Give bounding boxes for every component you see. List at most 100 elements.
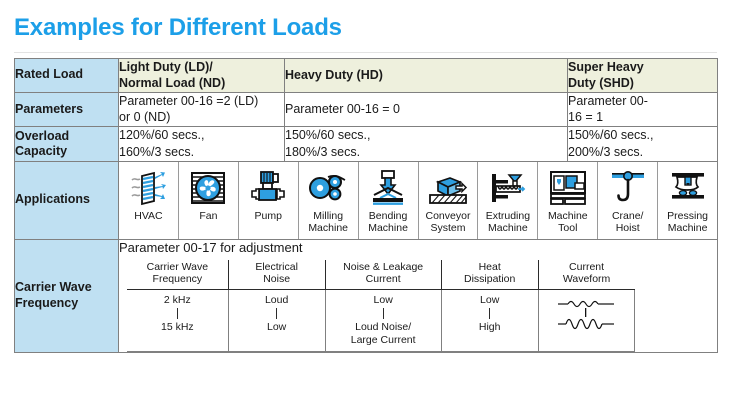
- carrier-wave-col-header-line2: Waveform: [562, 272, 611, 285]
- ld-header-line1: Light Duty (LD)/: [119, 60, 213, 74]
- application-label-line2: Machine: [368, 221, 408, 234]
- application-label: Crane/Hoist: [612, 210, 644, 235]
- title-divider: [14, 52, 717, 53]
- range-tick: [276, 308, 278, 320]
- carrier-wave-col-header-line2: Current: [365, 272, 401, 285]
- range-tick: [176, 308, 178, 320]
- cell-parameters-hd: Parameter 00-16 = 0: [284, 91, 568, 128]
- page-title: Examples for Different Loads: [14, 14, 342, 41]
- application-label-line1: Machine: [547, 210, 588, 222]
- shd-param-line1: Parameter 00-: [568, 93, 648, 108]
- application-label-line1: Fan: [199, 210, 218, 222]
- cell-parameters-shd: Parameter 00- 16 = 1: [567, 91, 718, 128]
- shd-param-line2: 16 = 1: [568, 110, 604, 125]
- carrier-wave-col-value: 2 kHz 15 kHz: [127, 288, 229, 352]
- shd-header-line1: Super Heavy: [568, 60, 644, 74]
- cell-overload-hd: 150%/60 secs., 180%/3 secs.: [284, 126, 568, 162]
- hd-header-line1: Heavy Duty (HD): [285, 68, 383, 83]
- carrier-wave-col-header-line1: Heat: [478, 260, 501, 273]
- application-label-line2: Hoist: [615, 221, 640, 234]
- cell-parameters-ld: Parameter 00-16 =2 (LD) or 0 (ND): [118, 91, 285, 128]
- carrier-wave-value-top: Low: [373, 293, 393, 306]
- application-label-line1: Pressing: [667, 210, 709, 222]
- application-label: Pump: [254, 210, 282, 223]
- table-row-overload-capacity: Overload Capacity 120%/60 secs., 160%/3 …: [14, 126, 718, 162]
- hd-param-line1: Parameter 00-16 = 0: [285, 101, 400, 116]
- ld-over-line1: 120%/60 secs.,: [119, 128, 205, 143]
- carrier-wave-value-bottom-line1: 15 kHz: [161, 321, 194, 334]
- table-row-carrier-wave: Carrier Wave Frequency Parameter 00-17 f…: [14, 238, 718, 353]
- application-label-line1: Conveyor: [425, 210, 471, 222]
- table-row-parameters: Parameters Parameter 00-16 =2 (LD) or 0 …: [14, 91, 718, 128]
- carrier-wave-col-header-line1: Carrier Wave: [146, 260, 209, 273]
- overload-label-line1: Overload: [15, 128, 70, 143]
- carrier-wave-value-top: 2 kHz: [163, 293, 191, 306]
- pressing-machine-icon: [668, 167, 708, 209]
- application-cell: Crane/Hoist: [597, 162, 657, 239]
- application-label-line2: Machine: [308, 221, 349, 234]
- carrier-wave-value-top: Loud: [264, 293, 289, 306]
- carrier-wave-col-header-line2: Frequency: [152, 272, 203, 285]
- ld-over-line2: 160%/3 secs.: [119, 145, 195, 160]
- carrier-wave-col-header-line1: Current: [569, 260, 605, 273]
- application-label-line1: Milling: [313, 210, 344, 222]
- conveyor-system-icon: [428, 167, 468, 209]
- carrier-wave-col-header-line1: Electrical: [255, 260, 298, 273]
- application-label-line1: Pump: [254, 210, 282, 222]
- carrier-wave-value-bottom-line1: High: [478, 321, 501, 334]
- carrier-wave-col-header-line1: Noise & Leakage: [343, 260, 424, 273]
- table-row-applications: Applications HVAC Fan: [14, 161, 718, 240]
- application-cell: HVAC: [119, 162, 178, 239]
- application-label-line1: Extruding: [485, 210, 531, 222]
- shd-over-line1: 150%/60 secs.,: [568, 128, 654, 143]
- carrier-wave-value-bottom-line2: Large Current: [350, 333, 416, 346]
- application-label-line2: System: [430, 221, 466, 234]
- row-label-parameters: Parameters: [14, 91, 119, 128]
- column-header-light-duty: Light Duty (LD)/ Normal Load (ND): [118, 58, 285, 93]
- carrier-wave-value-bottom-line1: Loud Noise/: [355, 321, 412, 334]
- application-label-line2: Machine: [667, 221, 708, 234]
- range-tick: [382, 308, 384, 320]
- extruding-machine-icon: [488, 167, 528, 209]
- fan-icon: [188, 167, 228, 209]
- application-label: Fan: [199, 210, 218, 223]
- crane-hoist-icon: [608, 167, 648, 209]
- cell-overload-shd: 150%/60 secs., 200%/3 secs.: [567, 126, 718, 162]
- application-cell: Pump: [237, 162, 298, 239]
- application-label: HVAC: [134, 210, 162, 223]
- carrier-wave-col-header-line2: Dissipation: [464, 272, 516, 285]
- carrier-wave-col-value: [537, 288, 636, 352]
- ld-header-line2: Normal Load (ND): [119, 76, 226, 91]
- application-label-line1: Bending: [368, 210, 408, 222]
- carrier-wave-col-header-line2: Noise: [263, 272, 291, 285]
- milling-machine-icon: [308, 167, 348, 209]
- application-label-line2: Tool: [558, 221, 578, 234]
- carrier-wave-value-top: Low: [480, 293, 500, 306]
- carrier-label-line2: Frequency: [15, 295, 79, 310]
- ld-param-line2: or 0 (ND): [119, 110, 171, 125]
- cell-carrier-wave: Parameter 00-17 for adjustment Carrier W…: [118, 238, 718, 353]
- carrier-wave-heading: Parameter 00-17 for adjustment: [119, 239, 303, 255]
- row-label-rated-load: Rated Load: [14, 58, 119, 93]
- overload-label-line2: Capacity: [15, 144, 68, 159]
- row-label-overload-capacity: Overload Capacity: [14, 126, 119, 162]
